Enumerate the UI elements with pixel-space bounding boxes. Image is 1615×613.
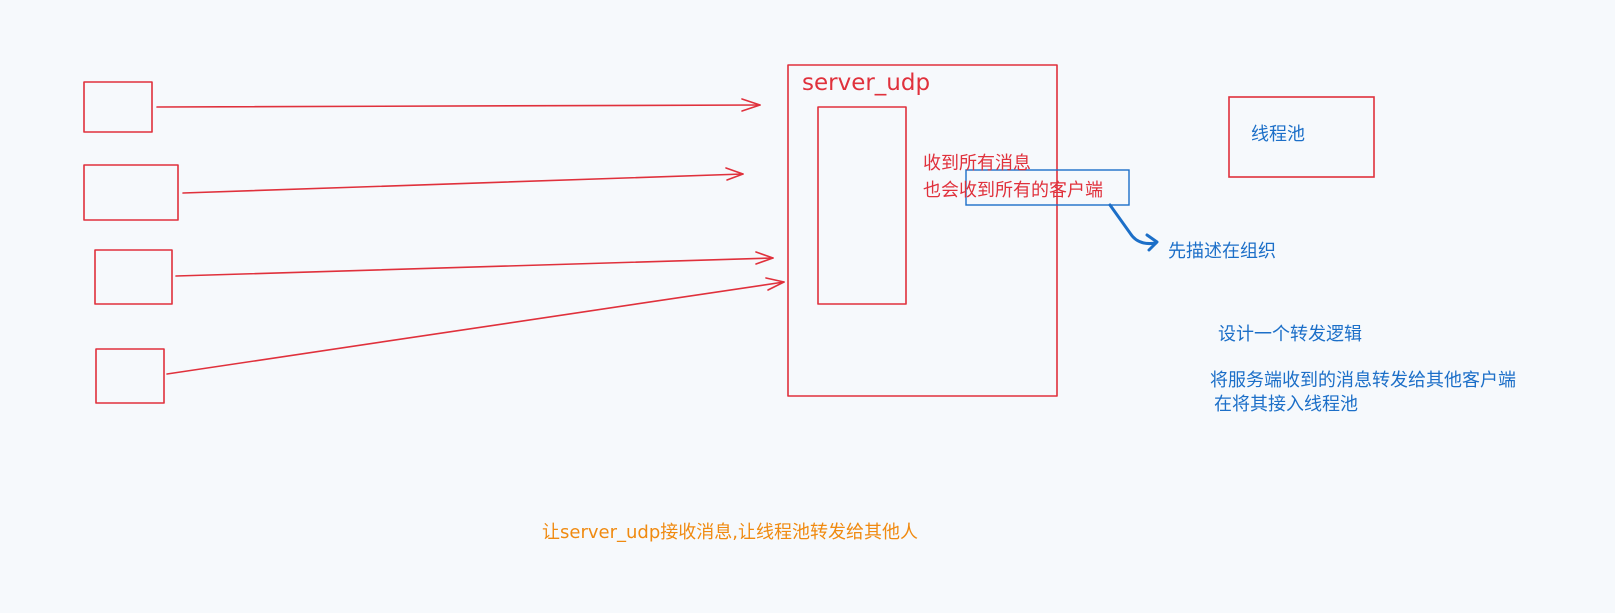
client-box-4 xyxy=(95,348,165,404)
client-1-arrow xyxy=(156,98,761,112)
blue-curved-arrow xyxy=(1108,203,1159,252)
bottom-summary-text: 让server_udp接收消息,让线程池转发给其他人 xyxy=(542,522,918,543)
client-box-3 xyxy=(94,249,173,305)
thread-pool-label: 线程池 xyxy=(1251,124,1305,145)
forward-to-clients-text: 将服务端收到的消息转发给其他客户端 xyxy=(1210,370,1516,391)
client-box-1 xyxy=(83,81,153,133)
client-2-arrow xyxy=(182,167,744,194)
server-title: server_udp xyxy=(802,70,931,96)
receive-all-clients-prefix: 也会 xyxy=(923,180,959,201)
client-3-arrow xyxy=(175,251,774,277)
describe-then-organize-text: 先描述在组织 xyxy=(1168,241,1276,262)
receive-all-clients-boxed: 收到所有的客户端 xyxy=(959,180,1103,201)
client-box-2 xyxy=(83,164,179,221)
client-4-arrow xyxy=(166,277,785,375)
server-udp-box xyxy=(787,64,1058,397)
thread-pool-box xyxy=(1228,96,1375,178)
receive-all-messages-text: 收到所有消息 xyxy=(923,153,1031,174)
design-forwarding-text: 设计一个转发逻辑 xyxy=(1218,324,1362,345)
receive-all-clients-text: 也会收到所有的客户端 xyxy=(923,176,1103,202)
connect-thread-pool-text: 在将其接入线程池 xyxy=(1214,394,1358,415)
clients-highlight-box xyxy=(965,169,1130,206)
server-inner-box xyxy=(817,106,907,305)
